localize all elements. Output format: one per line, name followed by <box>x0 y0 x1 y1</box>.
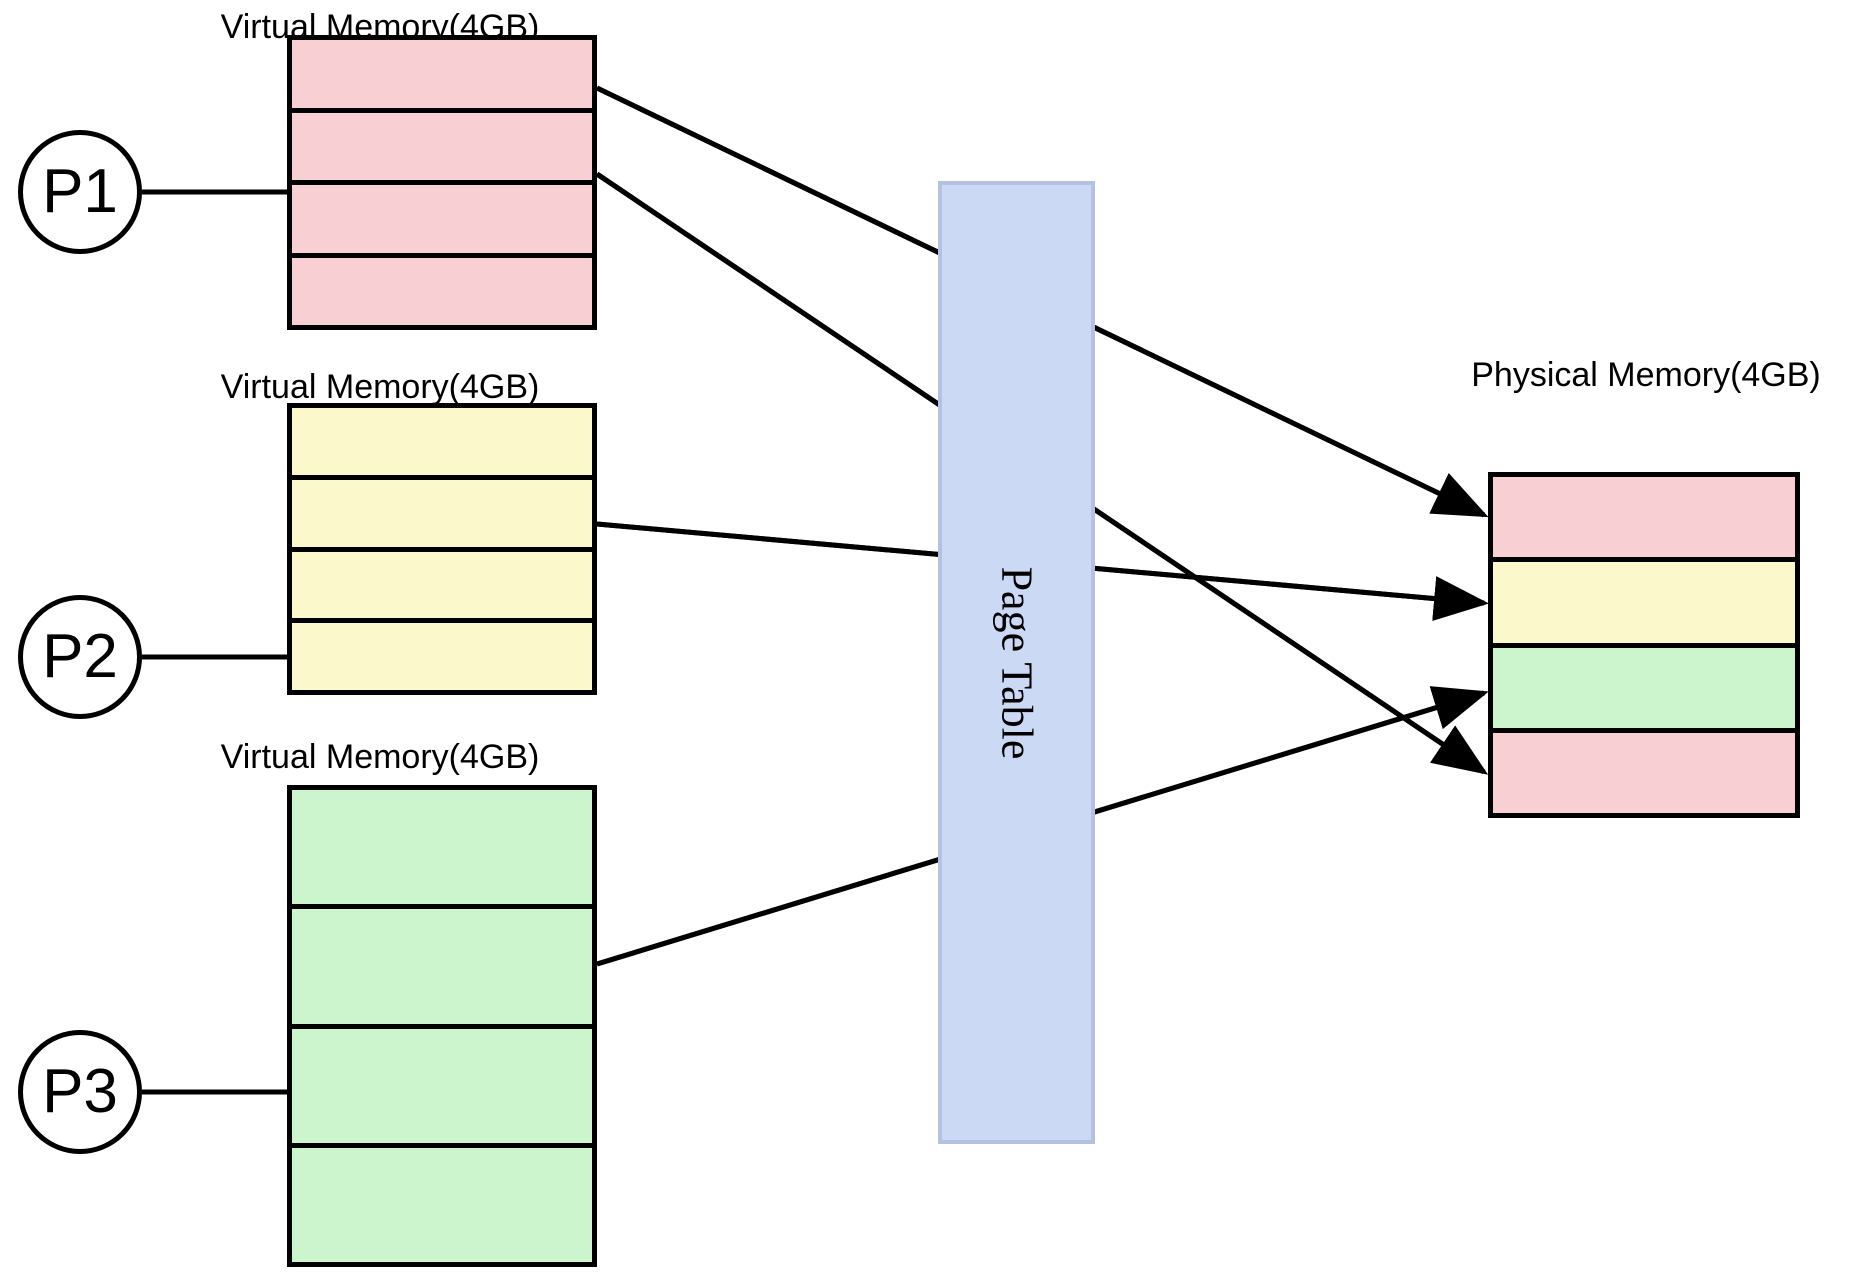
virtual-memory-page-p3-1[interactable] <box>292 790 592 910</box>
virtual-memory-page-p2-4[interactable] <box>292 623 592 690</box>
process-label-p3: P3 <box>42 1057 118 1126</box>
process-label-p2: P2 <box>42 622 118 691</box>
virtual-memory-page-p3-4[interactable] <box>292 1147 592 1262</box>
physical-memory-block[interactable] <box>1488 472 1800 818</box>
virtual-memory-page-p3-2[interactable] <box>292 909 592 1029</box>
virtual-memory-title-p3: Virtual Memory(4GB) <box>220 738 540 776</box>
process-circle-p1[interactable]: P1 <box>18 130 142 254</box>
physical-memory-frame-3[interactable] <box>1493 647 1795 733</box>
page-table-block[interactable]: Page Table <box>938 181 1095 1144</box>
virtual-memory-page-p3-3[interactable] <box>292 1028 592 1148</box>
physical-memory-frame-1[interactable] <box>1493 477 1795 563</box>
virtual-memory-page-p2-3[interactable] <box>292 551 592 624</box>
virtual-memory-page-p1-3[interactable] <box>292 185 592 258</box>
page-table-label: Page Table <box>992 566 1042 759</box>
virtual-memory-page-p1-1[interactable] <box>292 40 592 113</box>
process-label-p1: P1 <box>42 157 118 226</box>
virtual-memory-page-p1-2[interactable] <box>292 112 592 185</box>
virtual-memory-page-p2-1[interactable] <box>292 408 592 480</box>
physical-memory-title: Physical Memory(4GB) <box>1471 356 1821 394</box>
virtual-memory-block-p3[interactable] <box>287 785 597 1267</box>
physical-memory-frame-2[interactable] <box>1493 562 1795 648</box>
virtual-memory-page-p1-4[interactable] <box>292 257 592 325</box>
physical-memory-frame-4[interactable] <box>1493 732 1795 813</box>
virtual-memory-title-p2: Virtual Memory(4GB) <box>220 368 540 406</box>
process-circle-p2[interactable]: P2 <box>18 595 142 719</box>
process-circle-p3[interactable]: P3 <box>18 1030 142 1154</box>
virtual-memory-page-p2-2[interactable] <box>292 479 592 552</box>
virtual-memory-block-p1[interactable] <box>287 35 597 330</box>
virtual-memory-block-p2[interactable] <box>287 403 597 695</box>
